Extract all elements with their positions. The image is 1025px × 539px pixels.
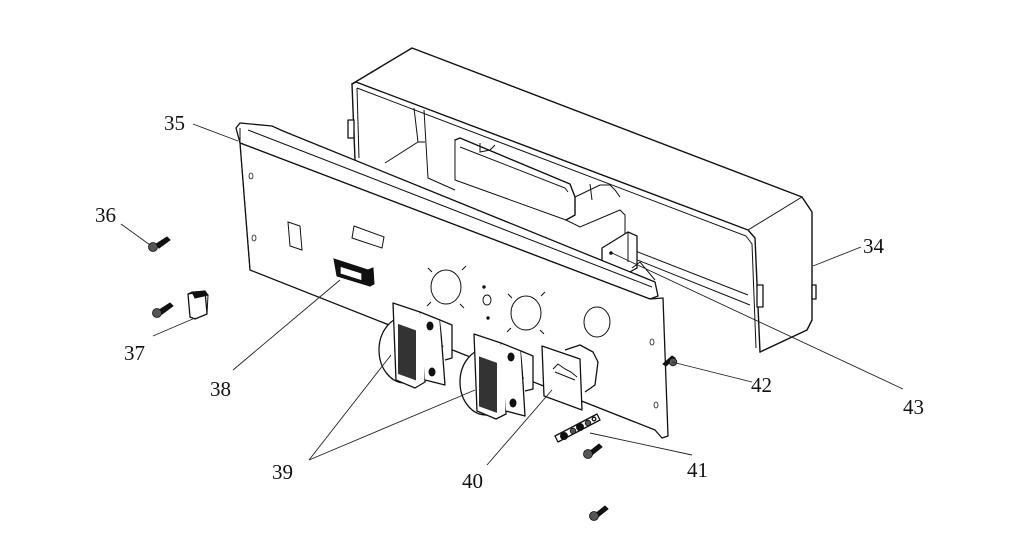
callout-43: 43: [903, 395, 924, 419]
ac-socket-1: [378, 302, 453, 389]
panel-cutout-3: [583, 306, 611, 338]
callout-41: 41: [687, 458, 708, 482]
screw-lower-2: [589, 505, 609, 521]
panel-cutout-2: [506, 291, 546, 335]
leader-40: [486, 389, 553, 466]
callout-labels: 34 35 36 37 38 39 40 41 42 43: [95, 111, 924, 493]
leader-34: [812, 246, 862, 267]
leader-41: [589, 432, 693, 456]
callout-37: 37: [124, 341, 145, 365]
screw-lower-1: [583, 443, 603, 459]
leader-37: [152, 317, 196, 337]
switch-cap: [187, 290, 209, 320]
callout-40: 40: [462, 469, 483, 493]
callout-39: 39: [272, 460, 293, 484]
callout-42: 42: [751, 373, 772, 397]
housing-box: [347, 47, 817, 353]
leader-42: [671, 361, 753, 383]
panel-hole-small: [482, 294, 492, 306]
breaker-plate: [541, 344, 599, 411]
leader-43: [611, 252, 904, 390]
screw-36: [148, 236, 171, 252]
callout-38: 38: [210, 377, 231, 401]
screw-37: [152, 302, 174, 318]
terminal-strip: [554, 413, 601, 443]
leader-lines: [120, 123, 904, 466]
callout-34: 34: [863, 234, 885, 258]
leader-36: [120, 223, 151, 246]
leader-39: [308, 354, 476, 461]
leader-35: [192, 123, 239, 142]
digital-meter: [333, 258, 375, 287]
front-panel: [235, 122, 669, 439]
leader-38: [232, 279, 341, 371]
panel-cutout-1: [426, 265, 467, 309]
ac-socket-2: [459, 333, 534, 420]
callout-36: 36: [95, 203, 116, 227]
callout-35: 35: [164, 111, 185, 135]
